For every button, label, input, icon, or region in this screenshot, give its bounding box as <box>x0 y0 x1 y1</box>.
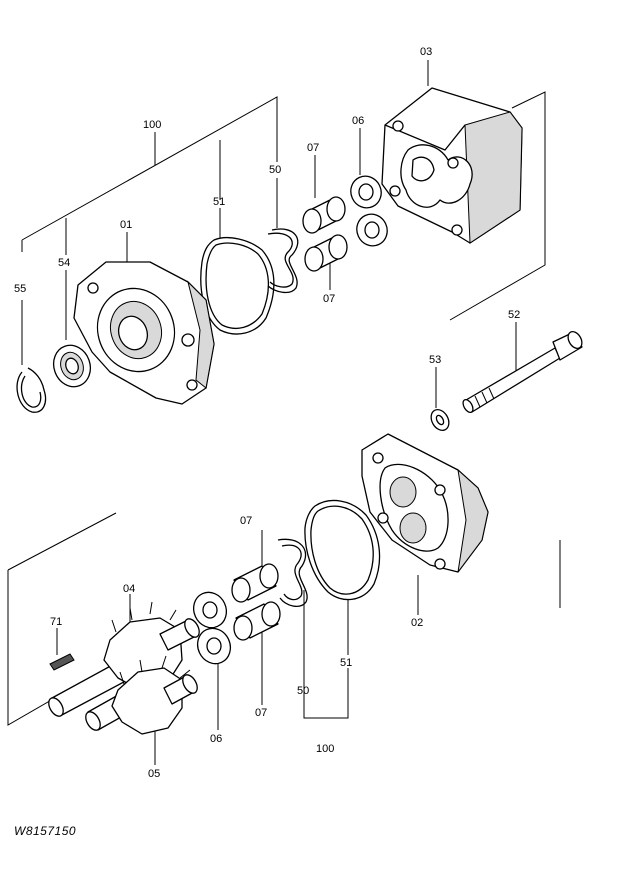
callout-53: 53 <box>429 354 441 366</box>
part-50-backup-ring-top <box>267 228 299 294</box>
part-52-bolt <box>462 330 583 414</box>
part-07-bushings-top <box>302 196 348 272</box>
part-51-seal-top <box>200 236 275 335</box>
part-06-side-plate-bottom <box>192 591 232 665</box>
callout-05: 05 <box>148 768 160 780</box>
callout-54: 54 <box>58 257 70 269</box>
callout-04: 04 <box>123 583 135 595</box>
callout-50-bottom: 50 <box>297 685 309 697</box>
callout-51-top: 51 <box>213 196 225 208</box>
callout-100-top: 100 <box>143 119 161 131</box>
callout-55: 55 <box>14 283 26 295</box>
callout-02: 02 <box>411 617 423 629</box>
callout-06-bottom: 06 <box>210 733 222 745</box>
part-07-bushings-bottom <box>231 563 281 641</box>
callout-50-top: 50 <box>269 164 281 176</box>
part-03-cover <box>381 87 523 244</box>
callout-labels: 100 03 06 07 07 50 51 01 54 55 52 53 02 … <box>14 46 520 780</box>
callout-07-bottom-b: 07 <box>255 707 267 719</box>
callout-52: 52 <box>508 309 520 321</box>
callout-06-top: 06 <box>352 115 364 127</box>
part-54-oil-seal <box>52 344 92 388</box>
callout-07-top-a: 07 <box>307 142 319 154</box>
callout-71: 71 <box>50 616 62 628</box>
callout-07-bottom-a: 07 <box>240 515 252 527</box>
callout-01: 01 <box>120 219 132 231</box>
callout-03: 03 <box>420 46 432 58</box>
part-02-gear-body <box>361 433 489 573</box>
part-05-driven-gear <box>85 655 198 735</box>
callout-07-top-b: 07 <box>323 293 335 305</box>
part-55-snap-ring <box>16 367 47 413</box>
callout-51-bottom: 51 <box>340 657 352 669</box>
part-06-side-plate-top <box>350 175 388 247</box>
part-50-backup-ring-bottom <box>277 538 308 608</box>
part-01-front-housing <box>73 261 215 405</box>
part-53-washer <box>430 409 450 431</box>
drawing-code: W8157150 <box>14 824 77 838</box>
callout-100-bottom: 100 <box>316 743 334 755</box>
part-51-seal-bottom <box>304 499 381 601</box>
part-71-key <box>49 653 75 671</box>
